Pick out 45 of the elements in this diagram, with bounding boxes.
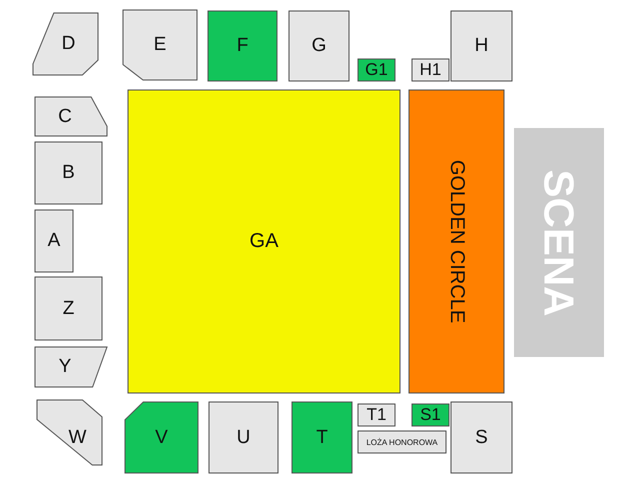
section-label: LOŻA HONOROWA bbox=[366, 438, 438, 446]
seating-section bbox=[358, 431, 446, 453]
seating-section bbox=[209, 402, 278, 473]
section-label: W bbox=[68, 426, 86, 448]
seating-section bbox=[358, 404, 395, 426]
section-label: G1 bbox=[365, 60, 388, 80]
section-label: GOLDEN CIRCLE bbox=[445, 160, 468, 324]
seating-section bbox=[123, 10, 197, 80]
section-label: S1 bbox=[420, 405, 441, 425]
seating-section bbox=[412, 404, 449, 426]
section-label: C bbox=[58, 106, 72, 128]
seating-section bbox=[292, 402, 352, 473]
section-label: H bbox=[474, 35, 488, 57]
seating-section bbox=[358, 59, 395, 81]
section-label: GA bbox=[250, 230, 278, 253]
section-label: V bbox=[155, 426, 168, 448]
stage-area bbox=[514, 128, 604, 357]
seating-section bbox=[35, 277, 102, 340]
section-label: T bbox=[316, 426, 328, 448]
standing-area bbox=[409, 90, 504, 393]
seating-section bbox=[33, 13, 98, 75]
section-label: G bbox=[312, 35, 326, 57]
seating-section bbox=[125, 402, 198, 473]
section-label: U bbox=[236, 426, 250, 448]
section-label: E bbox=[154, 34, 166, 56]
seating-section bbox=[451, 11, 512, 81]
seating-section bbox=[37, 400, 102, 465]
section-label: F bbox=[236, 35, 248, 57]
section-label: H1 bbox=[420, 60, 442, 80]
section-label: Y bbox=[58, 356, 72, 378]
seating-section bbox=[35, 347, 107, 387]
section-label: T1 bbox=[366, 405, 386, 425]
seating-section bbox=[289, 11, 349, 81]
seating-section bbox=[35, 142, 102, 204]
seating-section bbox=[35, 97, 107, 136]
seating-section bbox=[451, 402, 512, 473]
section-label: S bbox=[475, 426, 488, 448]
seating-section bbox=[208, 11, 277, 81]
section-label: Z bbox=[62, 298, 74, 320]
section-label: D bbox=[62, 33, 76, 55]
standing-area bbox=[128, 90, 400, 393]
section-label: B bbox=[62, 162, 75, 184]
section-label: A bbox=[48, 230, 60, 252]
seating-section bbox=[412, 59, 449, 81]
seating-section bbox=[35, 210, 73, 272]
